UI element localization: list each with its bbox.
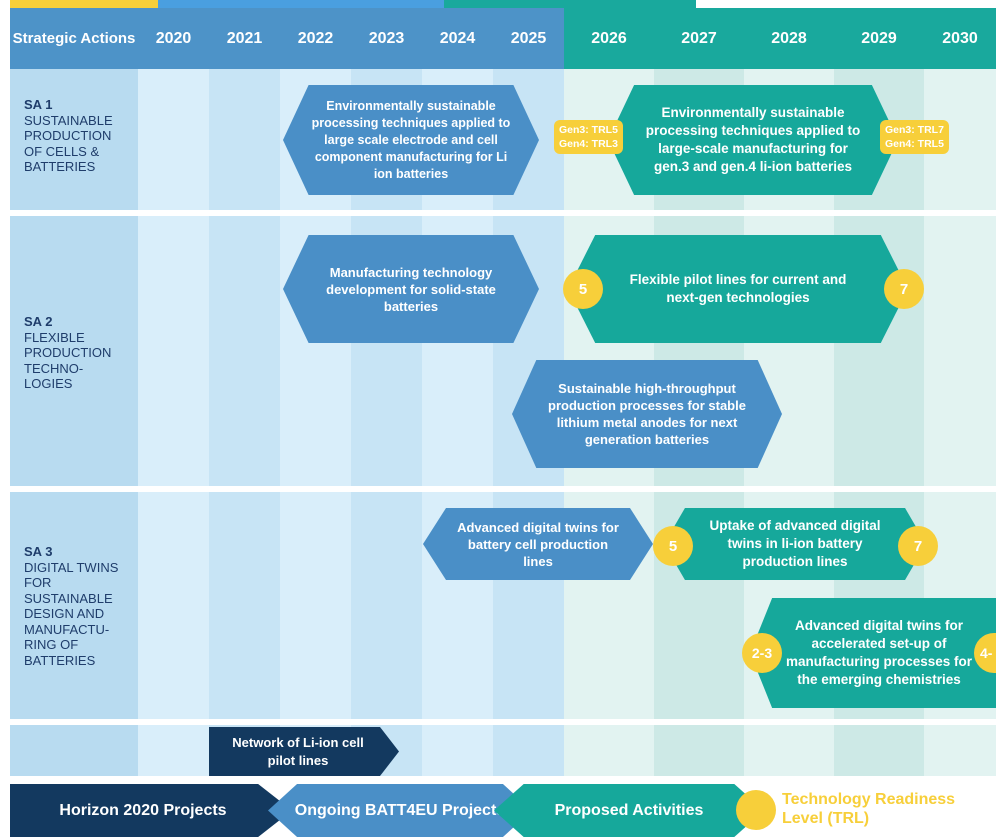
activity-sa1-proposed: Environmentally sustainable processing t… xyxy=(608,85,898,195)
column-2021 xyxy=(209,69,280,776)
activity-sa3-proposed-uptake-text: Uptake of advanced digital twins in li-i… xyxy=(709,518,881,569)
legend-ongoing-batt4eu-text: Ongoing BATT4EU Projects xyxy=(294,801,506,819)
header-year-2028: 2028 xyxy=(744,8,834,69)
activity-sa3-proposed-uptake: Uptake of advanced digital twins in li-i… xyxy=(664,508,926,580)
trl-sa1-start-line1: Gen3: TRL5 xyxy=(559,124,618,136)
header-year-2029: 2029 xyxy=(834,8,924,69)
row-separator-2 xyxy=(10,486,996,492)
activity-sa3-ongoing: Advanced digital twins for battery cell … xyxy=(423,508,653,580)
legend-horizon-2020-text: Horizon 2020 Projects xyxy=(59,801,227,819)
row-label-sa2: SA 2 FLEXIBLE PRODUCTION TECHNO- LOGIES xyxy=(10,216,138,486)
trl-circle-sa3-uptake-end: 7 xyxy=(898,526,938,566)
top-strip-white xyxy=(696,0,996,8)
row-separator-3 xyxy=(10,719,996,725)
column-2020 xyxy=(138,69,209,776)
trl-circle-sa2-end: 7 xyxy=(884,269,924,309)
activity-sa2-ongoing-text: Manufacturing technology development for… xyxy=(326,264,496,314)
header-year-2021: 2021 xyxy=(209,8,280,69)
activity-sa1-ongoing: Environmentally sustainable processing t… xyxy=(283,85,539,195)
row-code-sa2: SA 2 xyxy=(24,314,53,329)
legend-proposed-activities-text: Proposed Activities xyxy=(554,801,704,819)
top-strip-teal xyxy=(444,0,696,8)
header-year-2024: 2024 xyxy=(422,8,493,69)
trl-sa1-start: Gen3: TRL5 Gen4: TRL3 xyxy=(554,120,623,154)
header-strategic-actions: Strategic Actions xyxy=(10,8,138,69)
trl-circle-sa3-accel-end: 4- xyxy=(974,633,996,673)
row-title-sa1: SUSTAINABLE PRODUCTION OF CELLS & BATTER… xyxy=(24,112,113,175)
row-label-sa3: SA 3 DIGITAL TWINS FOR SUSTAINABLE DESIG… xyxy=(10,492,138,719)
trl-sa1-end: Gen3: TRL7 Gen4: TRL5 xyxy=(880,120,949,154)
row-label-sa1: SA 1 SUSTAINABLE PRODUCTION OF CELLS & B… xyxy=(10,69,138,210)
activity-sa3-proposed-accel: Advanced digital twins for accelerated s… xyxy=(750,598,996,708)
activity-sa1-proposed-text: Environmentally sustainable processing t… xyxy=(645,105,861,174)
header-year-2026: 2026 xyxy=(564,8,654,69)
trl-sa1-start-line2: Gen4: TRL3 xyxy=(559,138,618,150)
trl-circle-sa2-start: 5 xyxy=(563,269,603,309)
activity-h2020-network-text: Network of Li-ion cell pilot lines xyxy=(232,734,364,768)
activity-sa3-proposed-accel-text: Advanced digital twins for accelerated s… xyxy=(785,618,973,687)
activity-h2020-network: Network of Li-ion cell pilot lines xyxy=(209,727,399,776)
row-separator-1 xyxy=(10,210,996,216)
row-code-sa1: SA 1 xyxy=(24,97,53,112)
top-strip-yellow xyxy=(10,0,158,8)
trl-circle-sa3-uptake-start: 5 xyxy=(653,526,693,566)
legend-trl-circle xyxy=(736,790,776,830)
trl-sa1-end-line2: Gen4: TRL5 xyxy=(885,138,944,150)
header-year-2023: 2023 xyxy=(351,8,422,69)
trl-circle-sa3-accel-start: 2-3 xyxy=(742,633,782,673)
top-strip-blue xyxy=(158,0,444,8)
activity-sa2-ongoing: Manufacturing technology development for… xyxy=(283,235,539,343)
legend-horizon-2020: Horizon 2020 Projects xyxy=(10,784,292,837)
header-year-2027: 2027 xyxy=(654,8,744,69)
legend-trl-text: Technology Readiness Level (TRL) xyxy=(782,791,956,827)
activity-sa2-ongoing-lithium: Sustainable high-throughput production p… xyxy=(512,360,782,468)
activity-sa2-proposed-pilot-text: Flexible pilot lines for current and nex… xyxy=(629,272,847,305)
header-year-2030: 2030 xyxy=(924,8,996,69)
activity-sa1-ongoing-text: Environmentally sustainable processing t… xyxy=(311,98,511,181)
activity-sa3-ongoing-text: Advanced digital twins for battery cell … xyxy=(457,519,619,569)
legend-proposed-activities: Proposed Activities xyxy=(494,784,764,837)
activity-sa2-proposed-pilot: Flexible pilot lines for current and nex… xyxy=(568,235,908,343)
trl-sa1-end-line1: Gen3: TRL7 xyxy=(885,124,944,136)
row-label-h2020 xyxy=(10,725,138,776)
header-year-2020: 2020 xyxy=(138,8,209,69)
activity-sa2-ongoing-lithium-text: Sustainable high-throughput production p… xyxy=(548,381,746,447)
legend-ongoing-batt4eu: Ongoing BATT4EU Projects xyxy=(268,784,532,837)
header-year-2025: 2025 xyxy=(493,8,564,69)
row-code-sa3: SA 3 xyxy=(24,544,53,559)
row-title-sa3: DIGITAL TWINS FOR SUSTAINABLE DESIGN AND… xyxy=(24,559,119,668)
header-year-2022: 2022 xyxy=(280,8,351,69)
row-title-sa2: FLEXIBLE PRODUCTION TECHNO- LOGIES xyxy=(24,329,112,392)
